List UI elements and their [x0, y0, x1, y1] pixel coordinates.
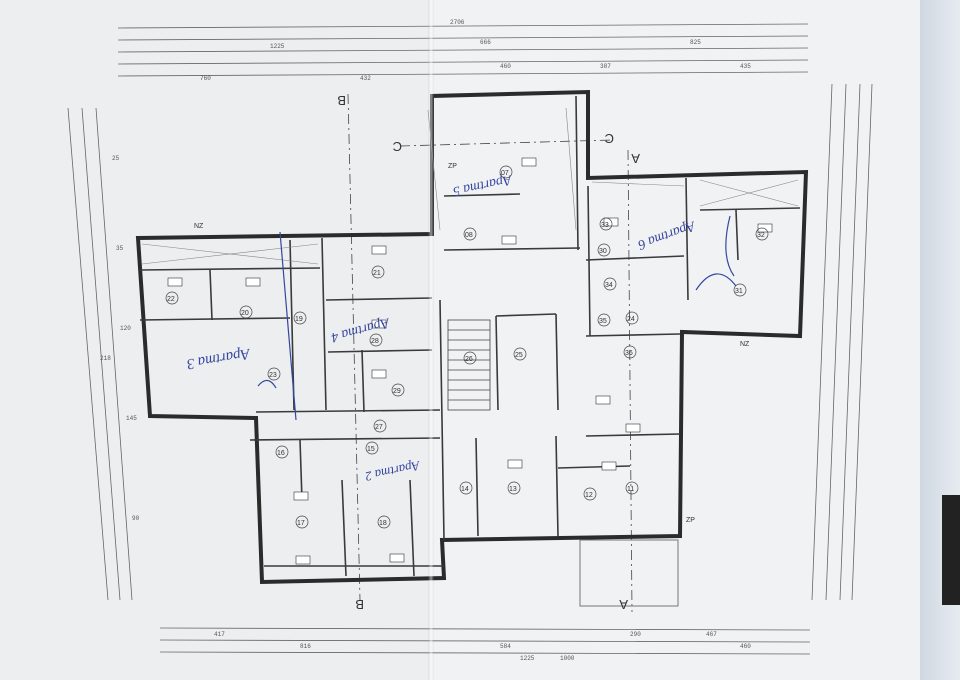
- dimension-value: 290: [630, 631, 641, 638]
- room-number: 19: [295, 316, 303, 323]
- room-number: 15: [367, 446, 375, 453]
- dimension-value: 35: [116, 245, 124, 252]
- wall-tag: ZP: [686, 517, 695, 524]
- dimension-value: 387: [600, 63, 611, 70]
- room-number: 36: [625, 350, 633, 357]
- dimension-value: 90: [132, 515, 140, 522]
- room-number: 29: [393, 388, 401, 395]
- room-number: 14: [461, 486, 469, 493]
- apartment-note: Apartma 4: [329, 314, 391, 344]
- dimension-value: 120: [120, 325, 131, 332]
- room-number: 28: [371, 338, 379, 345]
- section-label: C: [393, 139, 402, 154]
- section-label: A: [619, 597, 628, 612]
- dimension-value: 760: [200, 75, 211, 82]
- dimension-value: 2706: [450, 19, 465, 26]
- dimension-value: 417: [214, 631, 225, 638]
- section-label: B: [337, 93, 346, 108]
- room-number: 11: [627, 486, 634, 493]
- building-walls: [135, 89, 809, 585]
- room-number: 33: [601, 222, 609, 229]
- dimension-value: 584: [500, 643, 511, 650]
- room-numbers: 22 20 19 21 23 27 28 29 26 25 24 07 08: [165, 165, 769, 529]
- room-number: 31: [735, 288, 743, 295]
- top-dimension-lines: [117, 23, 809, 77]
- room-number: 12: [585, 492, 593, 499]
- side-dimensions: 25 35 120 218 145 90: [100, 155, 140, 522]
- dimension-value: 435: [740, 63, 751, 70]
- room-number: 35: [599, 318, 607, 325]
- element-tags: [167, 157, 773, 565]
- room-number: 08: [465, 232, 473, 239]
- dimension-value: 460: [740, 643, 751, 650]
- room-number: 24: [627, 316, 635, 323]
- room-number: 34: [605, 282, 613, 289]
- room-number: 22: [167, 296, 175, 303]
- pen-marks: [257, 215, 737, 421]
- dimension-value: 1000: [560, 655, 575, 662]
- left-dimension-lines: [67, 107, 133, 601]
- wall-tag: NZ: [740, 341, 750, 348]
- room-number: 23: [269, 372, 277, 379]
- apartment-note: Apartma 6: [636, 217, 698, 252]
- staircase: [447, 319, 491, 411]
- paper-fold: [428, 0, 434, 680]
- room-number: 21: [373, 270, 381, 277]
- room-number: 30: [599, 248, 607, 255]
- dimension-value: 816: [300, 643, 311, 650]
- bottom-dimension-lines: [159, 627, 811, 655]
- dimension-value: 432: [360, 75, 371, 82]
- room-number: 18: [379, 520, 387, 527]
- wall-tag: NZ: [194, 223, 204, 230]
- dimension-value: 825: [690, 39, 701, 46]
- room-number: 27: [375, 424, 383, 431]
- dimension-value: 25: [112, 155, 120, 162]
- section-label: A: [631, 151, 640, 166]
- top-dimensions: 2706 1225 666 825 760 432 460 387 435: [200, 19, 751, 82]
- section-label: C: [605, 131, 614, 146]
- wall-tag: ZP: [448, 163, 457, 170]
- room-number: 25: [515, 352, 523, 359]
- room-number: 17: [297, 520, 305, 527]
- dimension-value: 218: [100, 355, 111, 362]
- dimension-value: 460: [500, 63, 511, 70]
- room-number: 13: [509, 486, 517, 493]
- background-object: [942, 495, 960, 605]
- room-number: 26: [465, 356, 473, 363]
- apartment-note: Apartma 2: [363, 458, 422, 484]
- entrance-canopy: [579, 539, 679, 607]
- dimension-value: 467: [706, 631, 717, 638]
- dimension-value: 145: [126, 415, 137, 422]
- interior-walls: [139, 95, 801, 577]
- room-number: 07: [501, 170, 509, 177]
- apartment-note: Apartma 3: [185, 345, 252, 372]
- bottom-dimensions: 1225 816 417 584 1000 290 467 460: [214, 631, 751, 662]
- dimension-value: 666: [480, 39, 491, 46]
- right-dimension-lines: [811, 83, 873, 601]
- room-number: 32: [757, 232, 765, 239]
- room-number: 16: [277, 450, 285, 457]
- dimension-value: 1225: [520, 655, 535, 662]
- section-label: B: [355, 597, 364, 612]
- dimension-value: 1225: [270, 43, 285, 50]
- room-number: 20: [241, 310, 249, 317]
